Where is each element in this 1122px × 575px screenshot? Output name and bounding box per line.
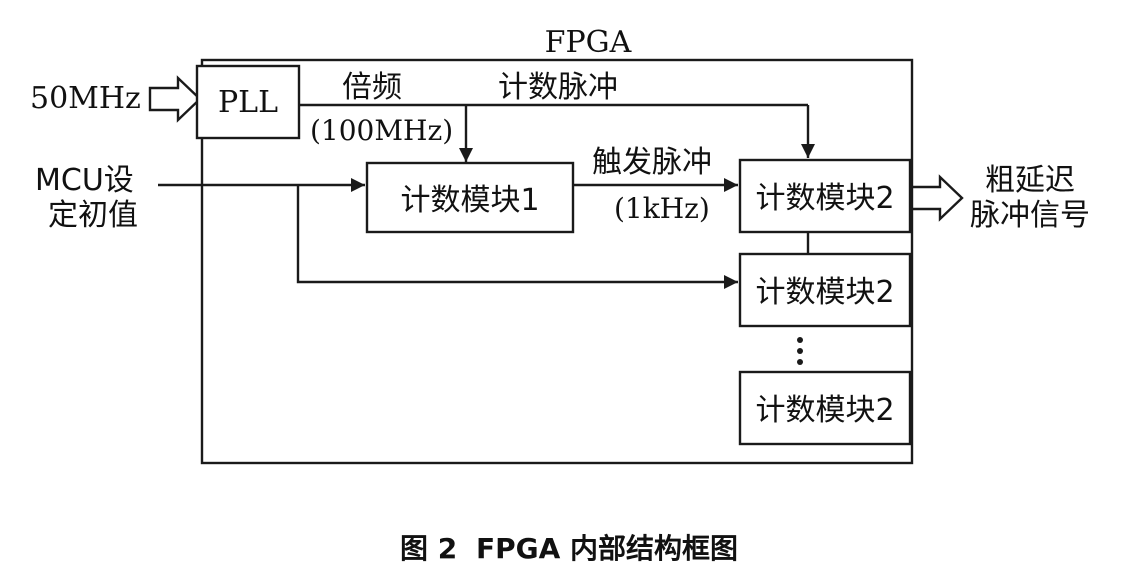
mcu-input-label-line1: MCU设 (35, 163, 134, 198)
counter2-label-a: 计数模块2 (755, 181, 894, 216)
trigger-freq-label: (1kHz) (614, 192, 710, 225)
figure-number: 图 2 (400, 532, 457, 565)
counter2-block-b (738, 252, 912, 328)
counter2-label-b: 计数模块2 (755, 275, 894, 310)
counter1-block (365, 161, 575, 234)
output-hollow-arrow (910, 174, 964, 222)
ellipsis-dot-2 (797, 348, 803, 354)
counter2-block-a (738, 158, 912, 234)
multiply-freq-label: (100MHz) (310, 114, 453, 147)
ellipsis-dot-3 (797, 359, 803, 365)
counter2-block-c (738, 370, 912, 446)
pll-block (195, 64, 301, 140)
ellipsis-dot-1 (797, 337, 803, 343)
counter1-label: 计数模块1 (400, 183, 539, 218)
figure-caption: FPGA 内部结构框图 (476, 532, 738, 565)
clock-input-hollow-arrow (148, 75, 202, 123)
fpga-title: FPGA (545, 25, 632, 60)
pll-label: PLL (218, 85, 278, 120)
mcu-branch-line (296, 185, 738, 289)
trigger-pulse-label: 触发脉冲 (592, 145, 712, 180)
counter2-label-c: 计数模块2 (755, 393, 894, 428)
multiply-label: 倍频 (342, 70, 402, 105)
output-label-line2: 脉冲信号 (970, 198, 1090, 233)
clock-input-label: 50MHz (30, 81, 141, 116)
output-label-line1: 粗延迟 (985, 163, 1075, 198)
count-pulse-label: 计数脉冲 (498, 70, 618, 105)
mcu-input-label-line2: 定初值 (48, 198, 138, 233)
